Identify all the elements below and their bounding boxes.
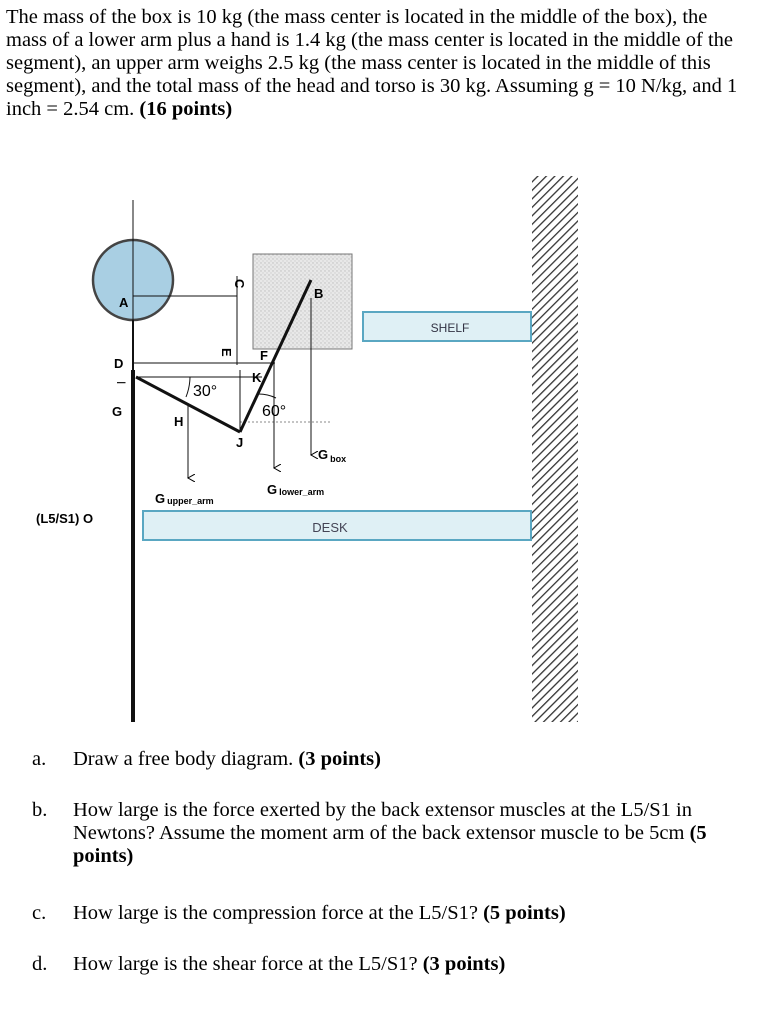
angle-30-label: 30° — [193, 383, 217, 400]
label-A: A — [119, 295, 129, 310]
shelf — [362, 311, 532, 342]
label-K: K — [252, 370, 262, 385]
label-F: F — [260, 348, 268, 363]
question-label: a. — [32, 748, 47, 770]
label-I: I — [114, 381, 128, 384]
question-points: (3 points) — [422, 953, 506, 975]
question-label: c. — [32, 902, 47, 924]
label-G: G — [112, 404, 122, 419]
question-label: d. — [32, 953, 48, 975]
problem-statement: The mass of the box is 10 kg (the mass c… — [6, 6, 751, 121]
angle-60-label: 60° — [262, 403, 286, 420]
label-B: B — [314, 286, 323, 301]
question-points: (5 points) — [483, 902, 566, 924]
shelf-label: SHELF — [431, 321, 470, 335]
wall — [532, 176, 578, 722]
desk-label: DESK — [312, 520, 348, 535]
free-body-figure: SHELF DESK A B C D E F I G H K J 30° — [36, 176, 578, 722]
question-text: How large is the compression force at th… — [73, 902, 478, 924]
label-H: H — [174, 414, 183, 429]
lower-arm — [238, 279, 313, 433]
question-text: How large is the shear force at the L5/S… — [73, 953, 418, 975]
problem-text: The mass of the box is 10 kg (the mass c… — [6, 6, 738, 120]
label-E: E — [219, 348, 234, 357]
question-points: (5 points) — [73, 822, 707, 867]
problem-points: (16 points) — [139, 98, 233, 120]
label-J: J — [236, 435, 243, 450]
question-label: b. — [32, 799, 48, 821]
question-text: How large is the force exerted by the ba… — [73, 799, 692, 844]
l5s1-label: (L5/S1) O — [36, 511, 93, 526]
label-C: C — [232, 279, 247, 289]
question-text: Draw a free body diagram. — [73, 748, 294, 770]
label-D: D — [114, 356, 123, 371]
question-points: (3 points) — [298, 748, 381, 770]
desk — [142, 510, 532, 541]
